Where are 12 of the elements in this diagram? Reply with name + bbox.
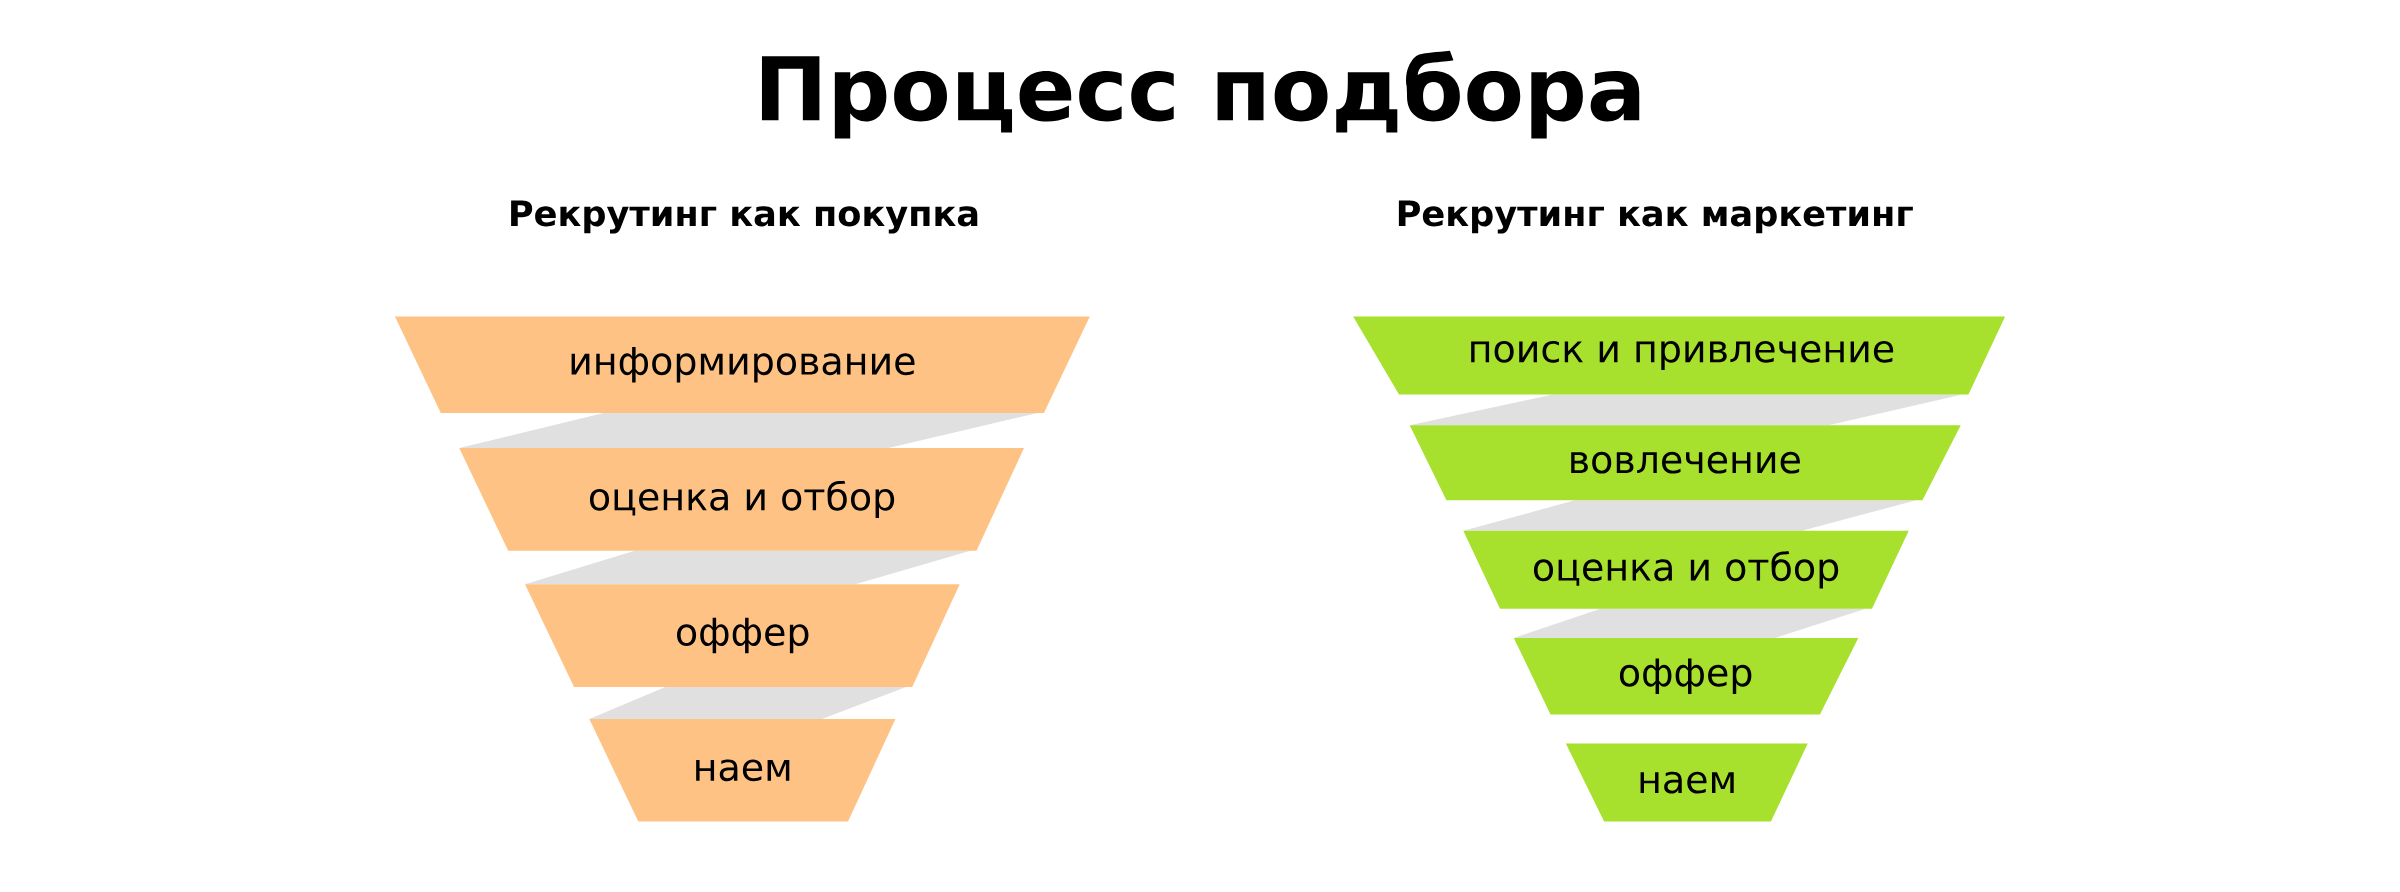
funnel-band: вовлечение (1409, 425, 1961, 501)
funnel-band: наем (589, 719, 896, 822)
funnel-band: оценка и отбор (459, 448, 1024, 551)
funnel-band: оффер (1513, 637, 1859, 715)
column-heading: Рекрутинг как покупка (511, 200, 978, 234)
funnel-band: оффер (525, 584, 960, 687)
column-heading: Рекрутинг как маркетинг (1398, 200, 1913, 234)
funnel-band: информирование (394, 316, 1090, 413)
title: Процесс подбора (761, 50, 1640, 139)
funnel-band: поиск и привлечение (1353, 316, 2006, 395)
funnel-band: наем (1565, 743, 1808, 822)
funnel-band: оценка и отбор (1463, 530, 1909, 609)
